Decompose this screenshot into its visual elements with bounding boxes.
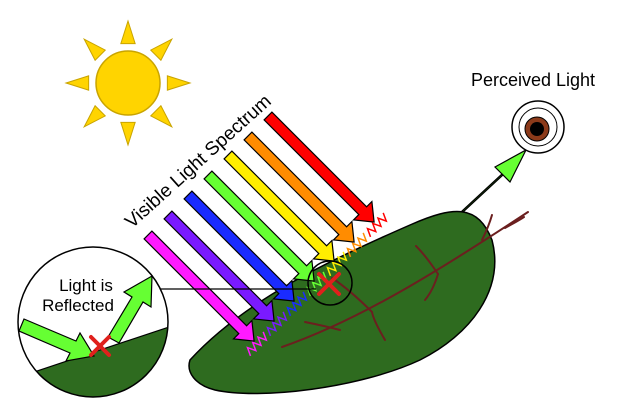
outgoing-light-arrow — [107, 274, 153, 344]
sun-ray — [149, 104, 174, 129]
spectrum-arrow-violet — [143, 230, 255, 342]
sun-ray — [120, 19, 136, 45]
spectrum-arrow-indigo — [163, 210, 275, 322]
sun-icon — [64, 19, 192, 147]
eye-icon — [511, 100, 565, 154]
spectrum-arrow-blue — [183, 190, 295, 302]
spectrum-arrow-green — [203, 170, 315, 282]
zigzag-orange — [346, 232, 368, 258]
reflected-label-line2: Reflected — [42, 296, 114, 315]
incoming-light-arrow — [18, 318, 95, 362]
reflected-arrow-to-eye — [461, 148, 528, 213]
spectrum-arrows — [143, 111, 375, 342]
zigzag-red — [366, 212, 388, 238]
spectrum-arrow-orange — [243, 131, 355, 243]
sun-ray — [82, 104, 107, 129]
zigzag-violet — [246, 331, 268, 357]
leaf — [188, 210, 529, 395]
sun-ray — [120, 121, 136, 147]
reflection-zoom-inset: Light is Reflected — [17, 246, 169, 398]
zigzag-yellow — [326, 251, 348, 277]
absorbed-cross-icon — [317, 272, 341, 296]
zigzag-blue — [286, 291, 308, 317]
highlight-circle — [307, 260, 353, 306]
inset-cross-icon — [89, 335, 111, 357]
sun-ray — [166, 75, 192, 91]
reflected-label-line1: Light is — [59, 276, 113, 295]
sun-ray — [64, 75, 90, 91]
sun-ray — [82, 37, 107, 62]
spectrum-arrow-yellow — [223, 150, 335, 262]
sun-ray — [149, 37, 174, 62]
sun-rays — [64, 19, 192, 147]
zigzag-indigo — [266, 311, 288, 337]
leaf-veins — [281, 211, 529, 348]
sun-disc — [95, 50, 161, 116]
spectrum-arrow-red — [263, 111, 375, 223]
leaf-blade — [188, 210, 496, 395]
perceived-light-label: Perceived Light — [471, 70, 595, 90]
